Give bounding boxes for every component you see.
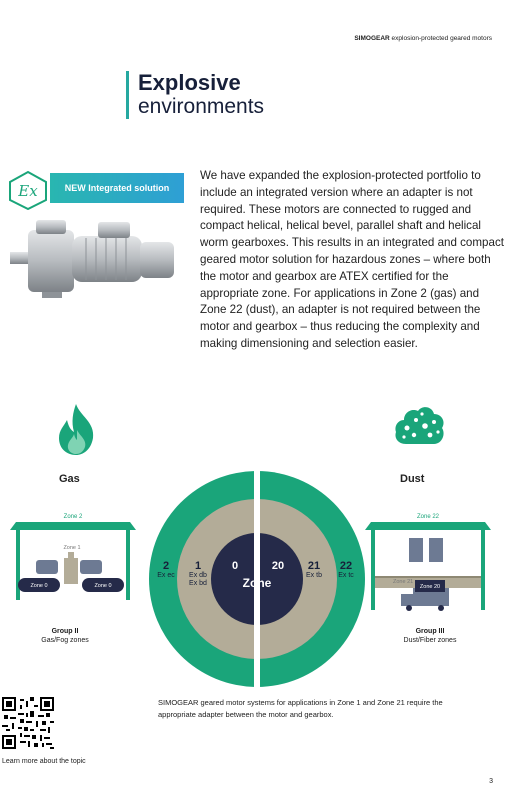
geared-motor-image bbox=[10, 220, 174, 298]
gas-zone1-label: Zone 1 bbox=[63, 545, 80, 551]
header-subtitle: explosion-protected geared motors bbox=[391, 35, 492, 42]
page-title-line2: environments bbox=[138, 95, 265, 118]
zone-rings bbox=[149, 470, 365, 688]
zone-21-marker: 21 Ex tb bbox=[298, 560, 330, 580]
dust-zone21-label: Zone 21 bbox=[393, 579, 413, 585]
flame-icon bbox=[59, 404, 94, 455]
zone-2-number: 2 bbox=[162, 560, 170, 572]
zone-20-marker: 20 bbox=[262, 560, 294, 572]
zone-22-marker: 22 Ex tc bbox=[330, 560, 362, 580]
dust-label: Dust bbox=[400, 473, 425, 485]
gas-zone0-right-label: Zone 0 bbox=[94, 583, 111, 589]
ex-hexagon-icon: Ex bbox=[9, 170, 47, 210]
dust-zone22-label: Zone 22 bbox=[417, 514, 440, 520]
page-title: Explosive bbox=[138, 70, 241, 95]
title-accent-bar bbox=[126, 71, 129, 119]
zone-21-number: 21 bbox=[307, 560, 321, 572]
zone-22-number: 22 bbox=[339, 560, 353, 572]
dust-group-desc: Dust/Fiber zones bbox=[403, 637, 457, 644]
zone-center-label: Zone bbox=[242, 576, 272, 590]
zone-20-number: 20 bbox=[271, 560, 285, 572]
learn-more-link[interactable]: Learn more about the topic bbox=[2, 758, 86, 765]
zone-1-marker: 1 Ex db Ex bd bbox=[182, 560, 214, 588]
zone-1-protection-bd: Ex bd bbox=[189, 580, 207, 587]
gas-zone0-left-label: Zone 0 bbox=[30, 583, 47, 589]
gas-zone2-label: Zone 2 bbox=[64, 514, 83, 520]
zone-2-protection: Ex ec bbox=[157, 572, 175, 579]
header-brand: SIMOGEAR bbox=[354, 35, 390, 42]
zone-1-protection-db: Ex db bbox=[189, 572, 207, 579]
gas-group-title: Group II bbox=[51, 628, 79, 635]
page-header: SIMOGEAR explosion-protected geared moto… bbox=[354, 35, 492, 42]
dust-zone20-label: Zone 20 bbox=[420, 584, 440, 590]
footer-note: SIMOGEAR geared motor systems for applic… bbox=[158, 698, 443, 719]
intro-text: We have expanded the explosion-protected… bbox=[200, 169, 504, 350]
gas-group-desc: Gas/Fog zones bbox=[41, 637, 89, 644]
qr-code[interactable] bbox=[2, 697, 54, 749]
zone-classification-diagram: 2 Ex ec 1 Ex db Ex bd 0 20 Zone 21 Ex tb… bbox=[148, 470, 366, 688]
zone-0-marker: 0 bbox=[220, 560, 250, 572]
zone-0-number: 0 bbox=[231, 560, 239, 572]
svg-text:Ex: Ex bbox=[17, 182, 38, 200]
intro-paragraph: We have expanded the explosion-protected… bbox=[200, 168, 506, 353]
dust-group-title: Group III bbox=[415, 628, 445, 635]
gas-group-caption: Group II Gas/Fog zones bbox=[20, 627, 110, 645]
gas-label: Gas bbox=[59, 473, 80, 485]
dust-zone-illustration: Zone 22 Zone 21 Zone 20 bbox=[365, 514, 491, 611]
zone-21-protection: Ex tb bbox=[306, 572, 322, 579]
zone-1-number: 1 bbox=[194, 560, 202, 572]
zone-22-protection: Ex tc bbox=[338, 572, 354, 579]
page-number: 3 bbox=[489, 778, 493, 785]
gas-zone-illustration: Zone 2 Zone 1 Zone 0 Zone 0 bbox=[10, 514, 136, 600]
new-solution-badge: NEW Integrated solution bbox=[50, 173, 184, 203]
dust-group-caption: Group III Dust/Fiber zones bbox=[384, 627, 476, 645]
dust-cloud-icon bbox=[395, 407, 444, 444]
zone-2-marker: 2 Ex ec bbox=[150, 560, 182, 580]
